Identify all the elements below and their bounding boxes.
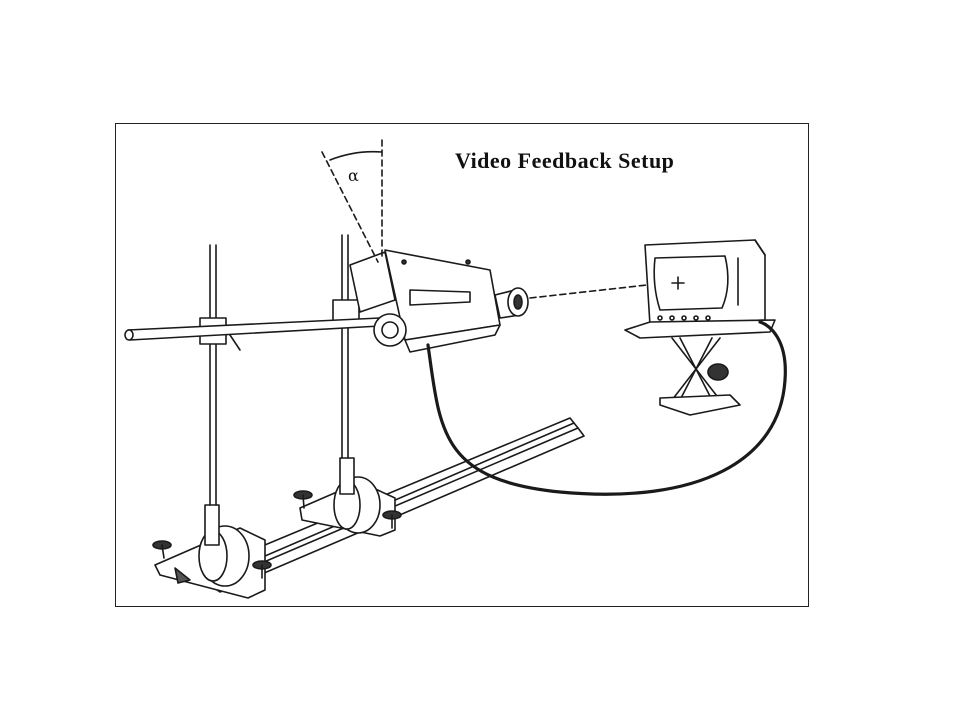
cable bbox=[426, 320, 787, 496]
diagram-title: Video Feedback Setup bbox=[455, 148, 675, 173]
video-camera bbox=[349, 249, 529, 353]
optical-axis bbox=[529, 282, 666, 299]
diagram-frame bbox=[115, 123, 809, 607]
angle-label: α bbox=[348, 166, 359, 185]
rod-stand-right bbox=[293, 234, 402, 537]
angle-indicator bbox=[321, 139, 383, 263]
rod-stand-left bbox=[152, 244, 272, 599]
monitor bbox=[624, 239, 776, 339]
lab-jack bbox=[659, 337, 741, 416]
